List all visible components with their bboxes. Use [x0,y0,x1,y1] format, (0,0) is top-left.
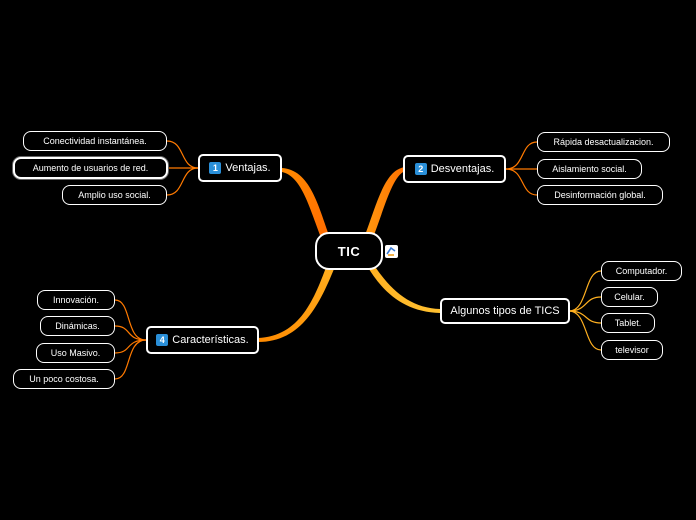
branch-label: Características. [172,334,249,346]
leaf-connectors-tipos [568,270,602,351]
leaf-label: Un poco costosa. [29,374,99,384]
branch-tipos-tics[interactable]: Algunos tipos de TICS [440,298,570,324]
link-central-desventajas [364,167,405,240]
leaf-label: Celular. [614,292,645,302]
leaf-tablet[interactable]: Tablet. [601,313,655,333]
leaf-aumento-usuarios[interactable]: Aumento de usuarios de red. [13,157,168,179]
note-icon-glyph [386,246,396,256]
leaf-dinamicas[interactable]: Dinámicas. [40,316,115,336]
note-icon[interactable] [385,245,398,258]
branch-label: Algunos tipos de TICS [450,305,560,317]
branch-ventajas[interactable]: 1 Ventajas. [198,154,282,182]
leaf-computador[interactable]: Computador. [601,261,682,281]
leaf-label: Uso Masivo. [50,348,101,358]
link-central-tipos [366,262,440,313]
leaf-uso-masivo[interactable]: Uso Masivo. [36,343,115,363]
leaf-label: Aumento de usuarios de red. [32,163,149,173]
central-node[interactable]: TIC [315,232,383,270]
leaf-connectors [114,140,538,380]
leaf-innovacion[interactable]: Innovación. [37,290,115,310]
leaf-label: Conectividad instantánea. [43,136,147,146]
priority-1-icon: 1 [209,162,222,174]
branch-desventajas[interactable]: 2 Desventajas. [403,155,506,183]
branch-label: Ventajas. [225,162,271,174]
leaf-aislamiento[interactable]: Aislamiento social. [537,159,642,179]
leaf-label: Computador. [615,266,668,276]
leaf-label: Rápida desactualizacion. [553,137,654,147]
leaf-label: Dinámicas. [55,321,100,331]
leaf-rapida-desactualizacion[interactable]: Rápida desactualizacion. [537,132,670,152]
leaf-label: Tablet. [614,318,642,328]
priority-2-icon: 2 [414,163,427,175]
branch-label: Desventajas. [430,163,495,175]
leaf-label: Innovación. [52,295,100,305]
leaf-conectividad[interactable]: Conectividad instantánea. [23,131,167,151]
leaf-televisor[interactable]: televisor [601,340,663,360]
leaf-label: Desinformación global. [554,190,646,200]
leaf-celular[interactable]: Celular. [601,287,658,307]
leaf-desinformacion[interactable]: Desinformación global. [537,185,663,205]
leaf-label: Aislamiento social. [552,164,627,174]
leaf-amplio-uso[interactable]: Amplio uso social. [62,185,167,205]
leaf-un-poco-costosa[interactable]: Un poco costosa. [13,369,115,389]
leaf-label: Amplio uso social. [78,190,151,200]
link-central-caracteristicas [258,262,336,342]
branch-caracteristicas[interactable]: 4 Características. [146,326,259,354]
priority-4-icon: 4 [156,334,169,346]
link-central-ventajas [282,168,330,240]
central-label: TIC [337,243,361,259]
leaf-label: televisor [615,345,649,355]
